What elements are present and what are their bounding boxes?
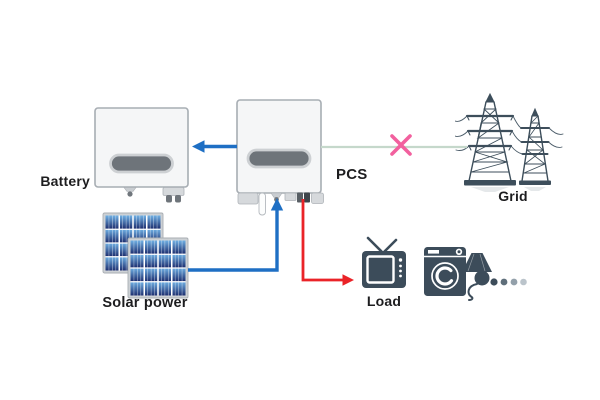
battery-display-pill bbox=[109, 153, 174, 174]
pcs-antenna bbox=[258, 192, 266, 216]
lamp-cord bbox=[467, 283, 478, 301]
tv-antenna bbox=[366, 236, 398, 254]
pcs-display-pill bbox=[246, 148, 312, 169]
grid-towers-icon bbox=[455, 92, 564, 192]
tv-screen bbox=[366, 255, 395, 284]
pcs-output-terminal bbox=[297, 192, 303, 203]
pcs-label: PCS bbox=[336, 166, 368, 183]
solar-panels-icon bbox=[102, 212, 189, 299]
pcs-knob bbox=[270, 192, 283, 198]
pcs-unit-icon bbox=[236, 99, 324, 216]
washing-machine-icon bbox=[424, 247, 466, 296]
battery-unit-icon bbox=[94, 107, 189, 203]
large-tower-legs bbox=[468, 101, 512, 182]
ellipsis-dots bbox=[490, 278, 527, 286]
pcs-to-battery-arrow bbox=[192, 140, 237, 153]
table-lamp-icon bbox=[462, 253, 492, 301]
washer-door bbox=[431, 262, 459, 290]
battery-body bbox=[94, 107, 189, 188]
grid-label: Grid bbox=[498, 188, 528, 204]
battery-connector bbox=[162, 187, 185, 196]
load-label: Load bbox=[366, 293, 402, 309]
lamp-shade bbox=[462, 253, 492, 272]
small-tower-legs bbox=[521, 115, 549, 182]
pcs-body bbox=[236, 99, 322, 194]
solar-power-label: Solar power bbox=[102, 295, 188, 311]
tv-icon bbox=[362, 236, 406, 288]
washer-drawer bbox=[428, 250, 439, 254]
lamp-body bbox=[474, 270, 490, 286]
battery-knob bbox=[123, 187, 137, 192]
grid-disconnect-x-icon bbox=[390, 134, 412, 156]
solar-panel-front bbox=[127, 237, 189, 299]
battery-label: Battery bbox=[40, 173, 90, 189]
tv-body bbox=[362, 251, 406, 288]
